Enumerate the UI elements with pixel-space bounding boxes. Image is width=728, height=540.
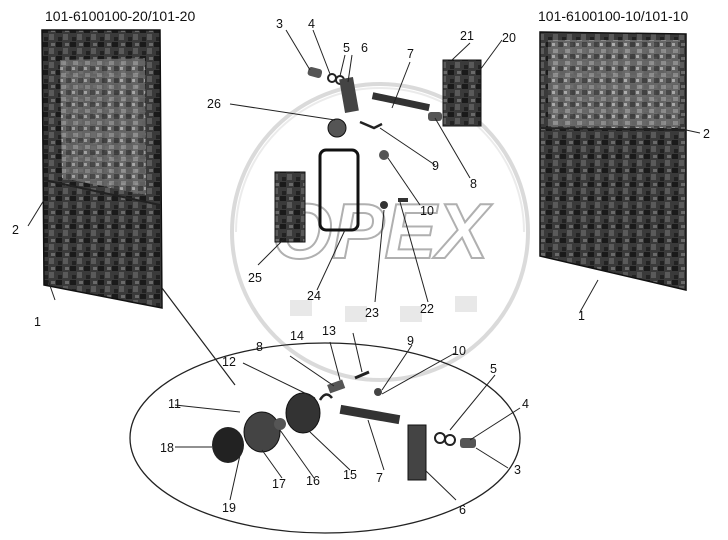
lower-mechanism	[212, 370, 476, 481]
callout-26: 26	[207, 97, 221, 111]
callout-24: 24	[307, 289, 321, 303]
callout-9-lower: 9	[407, 334, 414, 348]
detail-ellipse-lower	[129, 342, 521, 534]
callout-6-lower: 6	[459, 503, 466, 517]
callout-5: 5	[343, 41, 350, 55]
leader-lines	[27, 29, 701, 501]
callout-3: 3	[276, 17, 283, 31]
callout-2-right: 2	[703, 127, 710, 141]
door-panel-right	[539, 31, 687, 291]
callout-6-top: 6	[361, 41, 368, 55]
callout-25: 25	[248, 271, 262, 285]
door-panel-left	[41, 29, 163, 309]
callout-16: 16	[306, 474, 320, 488]
callout-3-lower: 3	[514, 463, 521, 477]
part-code-left: 101-6100100-20/101-20	[45, 8, 196, 24]
callout-4-lower: 4	[522, 397, 529, 411]
callout-2-left: 2	[12, 223, 19, 237]
callout-9-top: 9	[432, 159, 439, 173]
callout-11: 11	[168, 397, 181, 411]
callout-17: 17	[272, 477, 286, 491]
part-code-right: 101-6100100-10/101-10	[538, 8, 689, 24]
upper-mechanism	[274, 59, 482, 243]
callout-7-lower: 7	[376, 471, 383, 485]
callout-21: 21	[460, 29, 474, 43]
callout-8-lower: 8	[256, 340, 263, 354]
callout-7-top: 7	[407, 47, 414, 61]
callout-5-lower: 5	[490, 362, 497, 376]
callout-1-right: 1	[578, 309, 585, 323]
callout-14: 14	[290, 329, 304, 343]
callout-4: 4	[308, 17, 315, 31]
watermark-gear	[230, 82, 530, 382]
callout-12: 12	[222, 355, 236, 369]
callout-10-top: 10	[420, 204, 434, 218]
callout-10-lower: 10	[452, 344, 466, 358]
callout-20: 20	[502, 31, 516, 45]
callout-23: 23	[365, 306, 379, 320]
callout-22: 22	[420, 302, 434, 316]
callout-8-top: 8	[470, 177, 477, 191]
callout-15: 15	[343, 468, 357, 482]
callout-13: 13	[322, 324, 336, 338]
callout-1-left: 1	[34, 315, 41, 329]
callout-numbers: 3 4 5 6 7 21 20 26 9 8 10 23 22 24 25 2 …	[12, 17, 710, 517]
callout-18: 18	[160, 441, 174, 455]
callout-19: 19	[222, 501, 236, 515]
